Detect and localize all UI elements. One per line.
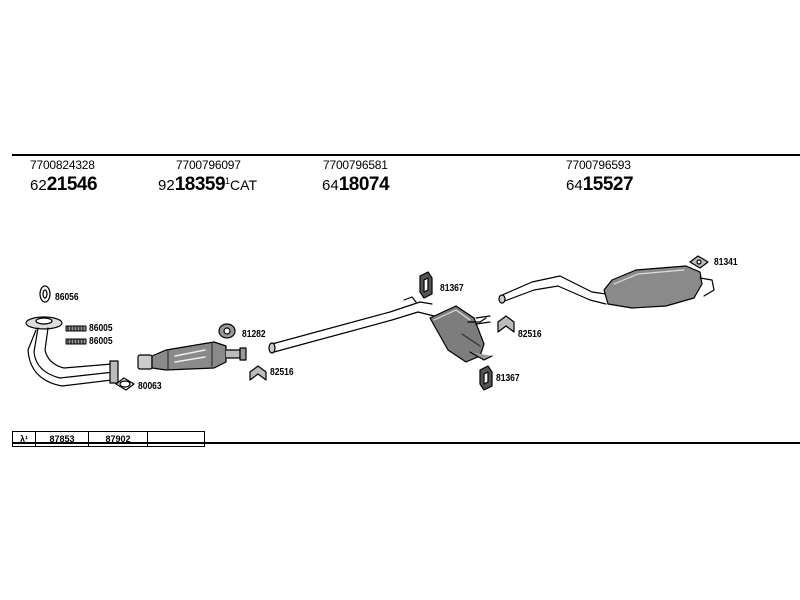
part-code-1: 6221546 bbox=[30, 174, 98, 196]
part-number-2: 7700796097 bbox=[176, 158, 241, 172]
middle-silencer-icon bbox=[429, 305, 493, 363]
code-main: 18359 bbox=[174, 174, 226, 195]
header-rule bbox=[12, 154, 800, 156]
part-code-2: 92183591CAT bbox=[158, 174, 257, 196]
table-cell bbox=[148, 432, 204, 446]
gasket-86056-icon bbox=[39, 285, 51, 303]
code-suffix: CAT bbox=[230, 177, 258, 193]
part-number-1: 7700824328 bbox=[30, 158, 95, 172]
label-82516-right: 82516 bbox=[518, 329, 542, 340]
lambda-cell: λ¹ bbox=[13, 432, 36, 446]
clamp-82516-icon bbox=[249, 365, 267, 381]
mount-81367-upper-icon bbox=[419, 271, 433, 299]
part-code-4: 6415527 bbox=[566, 174, 634, 196]
clamp-82516-right-icon bbox=[497, 315, 515, 333]
label-82516-left: 82516 bbox=[270, 367, 294, 378]
catalytic-converter-icon bbox=[137, 341, 247, 371]
part-number-4: 7700796593 bbox=[566, 158, 631, 172]
code-main: 15527 bbox=[582, 174, 634, 195]
front-pipe-icon bbox=[25, 316, 119, 387]
code-main: 21546 bbox=[46, 174, 98, 195]
code-sup: 1 bbox=[225, 176, 231, 186]
mount-81367-lower-icon bbox=[479, 365, 493, 391]
label-81367-lower: 81367 bbox=[496, 373, 520, 384]
label-86005-a: 86005 bbox=[89, 323, 113, 334]
footer-rule bbox=[12, 442, 800, 444]
label-81282: 81282 bbox=[242, 329, 266, 340]
mount-81341-icon bbox=[689, 255, 709, 269]
part-code-3: 6418074 bbox=[322, 174, 390, 196]
code-prefix: 62 bbox=[30, 177, 47, 194]
gasket-80063-icon bbox=[115, 377, 135, 391]
footer-table: λ¹ 87853 87902 bbox=[12, 431, 205, 447]
code-prefix: 92 bbox=[158, 177, 175, 194]
mount-81282-icon bbox=[218, 323, 236, 339]
code-prefix: 64 bbox=[322, 177, 339, 194]
intermediate-pipe-icon bbox=[268, 296, 435, 354]
label-80063: 80063 bbox=[138, 381, 162, 392]
rear-silencer-icon bbox=[498, 265, 715, 309]
label-81341: 81341 bbox=[714, 257, 738, 268]
code-main: 18074 bbox=[338, 174, 390, 195]
label-86056: 86056 bbox=[55, 292, 79, 303]
label-86005-b: 86005 bbox=[89, 336, 113, 347]
part-number-3: 7700796581 bbox=[323, 158, 388, 172]
table-cell: 87902 bbox=[89, 432, 148, 446]
label-81367-upper: 81367 bbox=[440, 283, 464, 294]
table-cell: 87853 bbox=[36, 432, 89, 446]
code-prefix: 64 bbox=[566, 177, 583, 194]
spring-86005-icon bbox=[65, 325, 87, 345]
